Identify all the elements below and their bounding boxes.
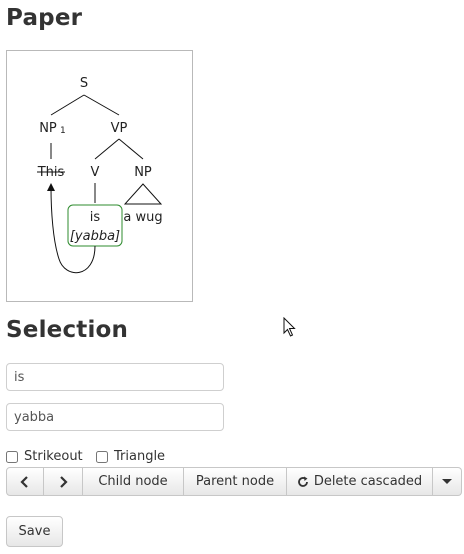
caret-down-icon: [442, 478, 452, 485]
tree-panel: S NP 1 VP This V NP is [yabba] a wug: [6, 50, 193, 302]
delete-options-dropdown[interactable]: [433, 467, 462, 496]
strikeout-checkbox[interactable]: [6, 450, 18, 463]
next-node-button[interactable]: [44, 467, 83, 496]
mouse-cursor-icon: [283, 317, 296, 337]
delete-cascaded-button[interactable]: Delete cascaded: [287, 467, 433, 496]
save-button[interactable]: Save: [6, 516, 63, 547]
delete-cascaded-label: Delete cascaded: [313, 474, 423, 489]
node-np2[interactable]: NP: [134, 165, 152, 180]
node-np1-index: 1: [60, 126, 66, 136]
node-toolbar: Child node Parent node Delete cascaded: [6, 467, 462, 496]
strikeout-option[interactable]: Strikeout: [6, 449, 83, 464]
node-v[interactable]: V: [91, 165, 100, 180]
chevron-left-icon: [20, 475, 30, 488]
node-gloss-input[interactable]: [6, 403, 224, 431]
edge-s-np1: [50, 94, 85, 116]
previous-node-button[interactable]: [6, 467, 44, 496]
node-is[interactable]: is: [90, 210, 101, 225]
movement-arrow: [47, 183, 96, 274]
node-np1[interactable]: NP: [39, 121, 57, 136]
refresh-icon: [297, 476, 309, 488]
np-triangle: [123, 183, 163, 205]
syntax-tree: S NP 1 VP This V NP is [yabba] a wug: [37, 76, 163, 274]
strikeout-label: Strikeout: [24, 449, 83, 464]
parent-node-button[interactable]: Parent node: [184, 467, 287, 496]
edge-vp-v: [94, 138, 120, 160]
edge-s-vp: [83, 94, 120, 116]
selection-title: Selection: [6, 317, 129, 343]
triangle-option[interactable]: Triangle: [96, 449, 165, 464]
node-vp[interactable]: VP: [111, 121, 128, 136]
node-s[interactable]: S: [80, 76, 88, 91]
edge-vp-np: [118, 138, 144, 160]
child-node-button[interactable]: Child node: [83, 467, 184, 496]
paper-title: Paper: [6, 5, 83, 31]
chevron-right-icon: [58, 475, 68, 488]
node-label-input[interactable]: [6, 363, 224, 391]
node-a-wug[interactable]: a wug: [123, 210, 162, 225]
node-is-gloss: [yabba]: [70, 229, 120, 244]
triangle-label: Triangle: [114, 449, 166, 464]
triangle-checkbox[interactable]: [96, 450, 108, 463]
